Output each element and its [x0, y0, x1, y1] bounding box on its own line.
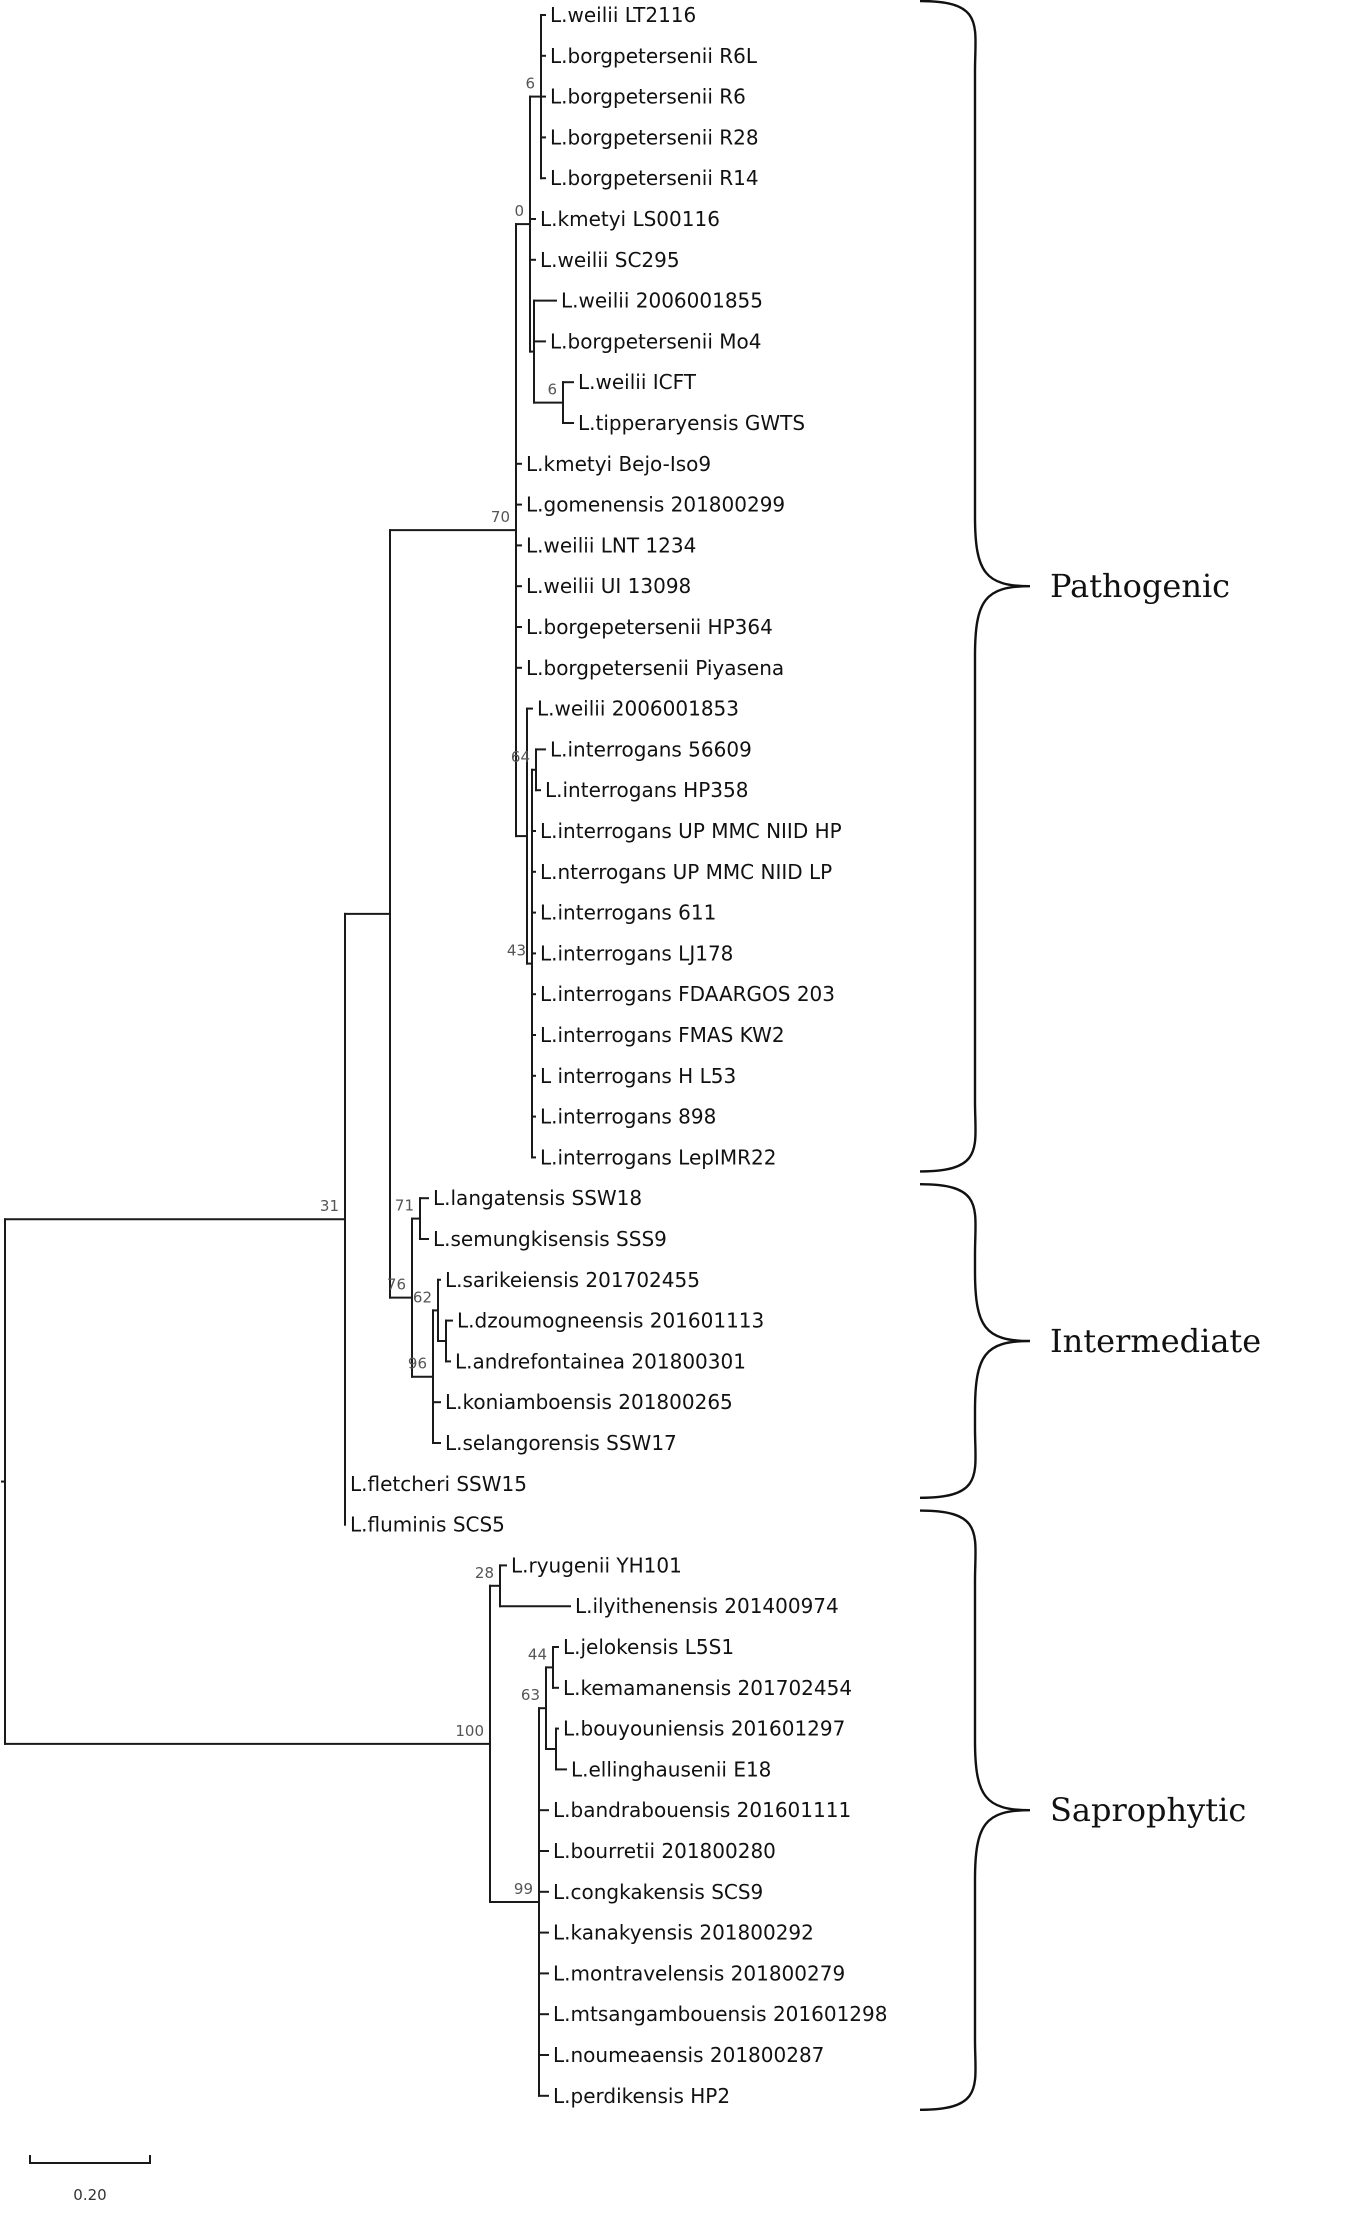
leaf-label: L.interrogans 56609	[550, 737, 752, 761]
leaf-label: L.borgpetersenii R6	[550, 85, 746, 109]
leaf-label: L.fluminis SCS5	[350, 1513, 505, 1537]
bootstrap-values: 6 6 0 64 43 70 71 62 96 76 31 28 44 63 99 100	[320, 75, 557, 1898]
leaf-label: L.borgpetersenii Piyasena	[526, 656, 784, 680]
bootstrap-value: 6	[525, 75, 535, 93]
leaf-label: L.tipperaryensis GWTS	[578, 411, 805, 435]
leaf-label: L.ellinghausenii E18	[571, 1757, 771, 1781]
bootstrap-value: 6	[547, 381, 557, 399]
leaf-label: L.interrogans FDAARGOS 203	[540, 982, 835, 1006]
leaf-label: L.borgpetersenii R28	[550, 125, 759, 149]
leaf-label: L.weilii ICFT	[578, 370, 697, 394]
bootstrap-value: 71	[395, 1197, 414, 1215]
leaf-label: L.ilyithenensis 201400974	[575, 1594, 839, 1618]
leaf-label: L.ryugenii YH101	[511, 1553, 682, 1577]
group-braces	[919, 0, 1031, 2111]
leaf-label: L.langatensis SSW18	[433, 1186, 642, 1210]
leaf-label: L.montravelensis 201800279	[553, 1961, 845, 1985]
leaf-label: L.weilii 2006001853	[537, 697, 739, 721]
bootstrap-value: 63	[521, 1686, 540, 1704]
leaf-label: L.weilii LNT 1234	[526, 533, 696, 557]
leaf-label: L.perdikensis HP2	[553, 2084, 730, 2108]
leaf-label: L.dzoumogneensis 201601113	[457, 1309, 764, 1333]
leaf-label: L.kemamanensis 201702454	[563, 1676, 852, 1700]
leaf-label: L.kmetyi LS00116	[540, 207, 720, 231]
group-label: Saprophytic	[1050, 1791, 1246, 1829]
leaf-label: L.bourretii 201800280	[553, 1839, 776, 1863]
leaf-label: L.interrogans LepIMR22	[540, 1145, 776, 1169]
leaf-label: L.gomenensis 201800299	[526, 493, 785, 517]
leaf-label: L.congkakensis SCS9	[553, 1880, 763, 1904]
leaf-label: L.mtsangambouensis 201601298	[553, 2002, 887, 2026]
bootstrap-value: 44	[528, 1645, 547, 1663]
bootstrap-value: 62	[413, 1288, 432, 1306]
leaf-label: L.andrefontainea 201800301	[455, 1349, 746, 1373]
leaf-label: L.borgpetersenii R6L	[550, 44, 758, 68]
leaf-label: L.koniamboensis 201800265	[445, 1390, 733, 1414]
leaf-label: L.interrogans UP MMC NIID HP	[540, 819, 842, 843]
leaf-label: L.interrogans FMAS KW2	[540, 1023, 785, 1047]
group-brace	[919, 0, 1031, 1173]
leaf-label: L.bandrabouensis 201601111	[553, 1798, 851, 1822]
bootstrap-value: 0	[514, 202, 524, 220]
group-label: Intermediate	[1050, 1322, 1261, 1360]
leaf-label: L.jelokensis L5S1	[563, 1635, 734, 1659]
leaf-label: L.kmetyi Bejo-Iso9	[526, 452, 711, 476]
leaf-label: L.fletcheri SSW15	[350, 1472, 527, 1496]
bootstrap-value: 31	[320, 1197, 339, 1215]
leaf-label: L.interrogans LJ178	[540, 941, 733, 965]
scale-bar: 0.20	[29, 2155, 151, 2204]
bootstrap-value: 100	[455, 1722, 484, 1740]
tree-branches	[1, 14, 574, 2097]
leaf-label: L.interrogans 898	[540, 1105, 716, 1129]
leaf-label: L.interrogans 611	[540, 901, 716, 925]
bootstrap-value: 43	[507, 942, 526, 960]
leaf-label: L.semungkisensis SSS9	[433, 1227, 667, 1251]
leaf-label: L.borgpetersenii Mo4	[550, 329, 761, 353]
bootstrap-value: 70	[491, 508, 510, 526]
bootstrap-value: 99	[514, 1880, 533, 1898]
bootstrap-value: 64	[511, 748, 530, 766]
leaf-label: L.selangorensis SSW17	[445, 1431, 677, 1455]
bootstrap-value: 96	[408, 1355, 427, 1373]
leaf-label: L.interrogans HP358	[545, 778, 748, 802]
bootstrap-value: 28	[475, 1564, 494, 1582]
bootstrap-value: 76	[387, 1276, 406, 1294]
scale-bar-label: 0.20	[73, 2186, 106, 2204]
leaf-label: L.borgpetersenii R14	[550, 166, 759, 190]
group-brace	[919, 1509, 1031, 2111]
leaf-label: L.weilii UI 13098	[526, 574, 691, 598]
leaf-label: L.nterrogans UP MMC NIID LP	[540, 860, 832, 884]
leaf-label: L.noumeaensis 201800287	[553, 2043, 824, 2067]
leaf-label: L.bouyouniensis 201601297	[563, 1717, 845, 1741]
leaf-label: L interrogans H L53	[540, 1064, 736, 1088]
leaf-label: L.weilii 2006001855	[561, 289, 763, 313]
leaf-label: L.borgepetersenii HP364	[526, 615, 773, 639]
leaf-label: L.weilii SC295	[540, 248, 680, 272]
leaf-label: L.weilii LT2116	[550, 3, 696, 27]
group-brace	[919, 1183, 1031, 1499]
group-label: Pathogenic	[1050, 567, 1230, 605]
leaf-label: L.kanakyensis 201800292	[553, 1921, 814, 1945]
leaf-label: L.sarikeiensis 201702455	[445, 1268, 700, 1292]
